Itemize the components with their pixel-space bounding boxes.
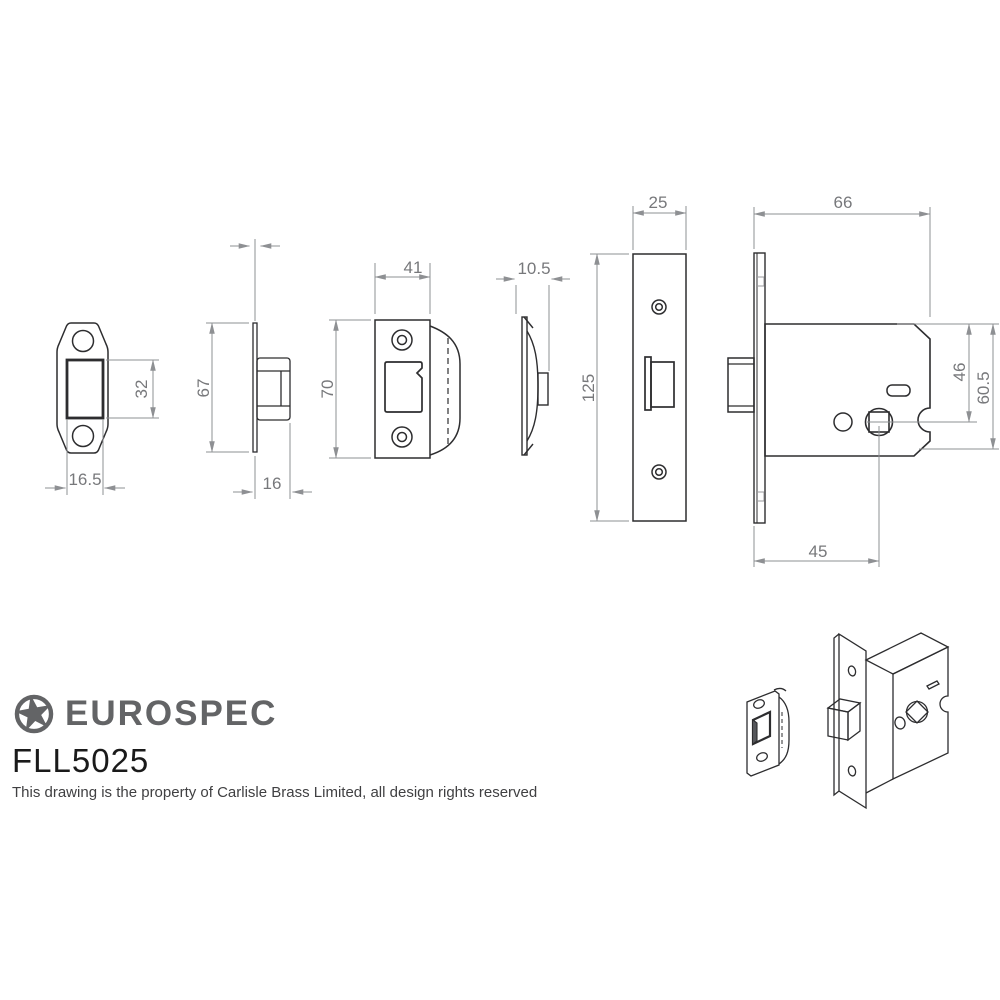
dim-case-backset: 45 xyxy=(809,542,828,561)
dim-keep-side-height: 67 xyxy=(194,379,213,398)
keep-side-box xyxy=(256,357,291,421)
view-strike-side xyxy=(521,316,549,456)
keep-hole-top xyxy=(71,329,95,353)
strike-hole-top-outer xyxy=(391,329,413,351)
keep-cutout xyxy=(65,358,105,420)
iso-latch-slot xyxy=(926,680,940,690)
dim-case-top-to-spindle: 46 xyxy=(950,363,969,382)
strike-side-plate xyxy=(521,316,528,456)
iso-strike-lip xyxy=(778,696,790,765)
keep-outline xyxy=(56,322,109,454)
faceplate-bolt-body xyxy=(650,361,675,408)
case-hole xyxy=(833,412,853,432)
iso-latch-hole xyxy=(894,716,906,730)
dims-faceplate xyxy=(590,206,687,522)
strike-plate xyxy=(374,319,431,459)
iso-latch-bolt-side xyxy=(847,701,861,742)
dim-strike-depth: 10.5 xyxy=(517,259,550,278)
faceplate-hole-bottom-inner xyxy=(654,467,664,477)
iso-latch-faceplate xyxy=(838,632,867,810)
dims-lock-case xyxy=(753,207,999,567)
strike-lip xyxy=(429,325,461,456)
title-block: EUROSPEC FLL5025 This drawing is the pro… xyxy=(12,692,538,801)
strike-cutout xyxy=(384,361,423,413)
eurospec-star-icon xyxy=(14,694,54,734)
iso-latch-bolt-front xyxy=(827,707,849,741)
case-body xyxy=(764,323,931,457)
iso-latch-screw-top xyxy=(847,665,857,677)
iso-latch-case-side xyxy=(892,645,949,781)
iso-latch-spindle-square xyxy=(905,700,929,724)
iso-strike-hole-bottom xyxy=(756,752,768,762)
dims-strike-front xyxy=(329,263,431,459)
faceplate-outline xyxy=(632,253,687,522)
strike-side-lip xyxy=(526,330,539,442)
dim-faceplate-width: 25 xyxy=(649,193,668,212)
dim-keep-width: 16.5 xyxy=(68,470,101,489)
dim-strike-width: 41 xyxy=(404,258,423,277)
strike-side-box xyxy=(537,372,549,406)
faceplate-hole-top-inner xyxy=(654,302,664,312)
iso-strike-face xyxy=(746,690,780,777)
view-keep-front xyxy=(56,322,109,454)
view-strike-front xyxy=(374,319,461,459)
faceplate-bolt-face xyxy=(644,356,652,411)
iso-latch-screw-bottom xyxy=(847,765,857,777)
faceplate-hole-bottom-outer xyxy=(651,464,667,480)
dim-strike-height: 70 xyxy=(318,380,337,399)
brand-name: EUROSPEC xyxy=(65,694,278,733)
strike-hole-bottom-inner xyxy=(396,431,408,443)
iso-strike-plate xyxy=(746,687,790,777)
copyright-text: This drawing is the property of Carlisle… xyxy=(12,784,538,801)
keep-hole-bottom xyxy=(71,424,95,448)
view-faceplate xyxy=(632,253,687,522)
faceplate-hole-top-outer xyxy=(651,299,667,315)
dims-keep-front xyxy=(45,359,159,495)
case-screw-mark-top xyxy=(757,276,765,287)
case-slot xyxy=(886,384,911,397)
model-code: FLL5025 xyxy=(12,742,150,779)
dim-case-height: 60.5 xyxy=(974,371,993,404)
strike-hole-bottom-outer xyxy=(391,426,413,448)
view-keep-side xyxy=(252,322,291,453)
strike-hole-top-inner xyxy=(396,334,408,346)
dims-strike-side xyxy=(496,276,570,371)
case-faceplate-strip xyxy=(753,252,766,524)
dims-keep-side xyxy=(206,239,312,499)
dim-case-depth: 66 xyxy=(834,193,853,212)
iso-latch xyxy=(826,632,950,810)
iso-strike-hole-top xyxy=(753,699,765,709)
case-latch-bolt xyxy=(727,357,755,413)
dim-keep-height: 32 xyxy=(132,380,151,399)
dim-keep-side-depth: 16 xyxy=(263,474,282,493)
iso-latch-bolt-top xyxy=(826,698,862,713)
case-screw-mark-bottom xyxy=(757,491,765,502)
dim-faceplate-height: 125 xyxy=(579,374,598,402)
iso-latch-spindle-circle xyxy=(905,700,929,724)
view-lock-case xyxy=(727,252,931,524)
